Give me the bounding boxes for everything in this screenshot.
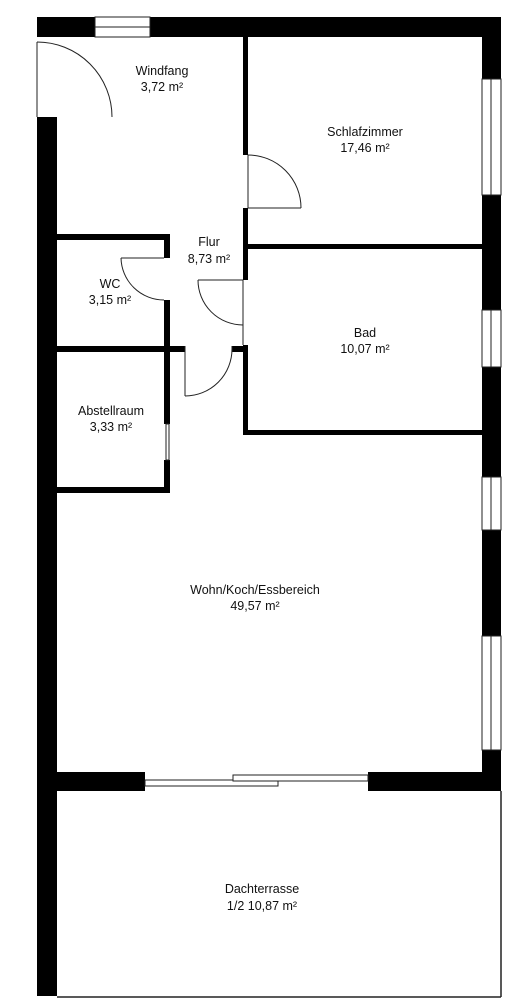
- room-area: 49,57 m²: [230, 599, 279, 613]
- exterior-walls: [37, 17, 501, 996]
- room-name: Abstellraum: [78, 404, 144, 418]
- room-name: Windfang: [136, 64, 189, 78]
- room-flur: Flur 8,73 m²: [188, 235, 230, 266]
- room-area: 3,15 m²: [89, 293, 131, 307]
- room-dachterrasse: Dachterrasse 1/2 10,87 m²: [225, 882, 299, 913]
- flur-door: [184, 346, 233, 397]
- terrace-outline: [57, 791, 502, 998]
- window-right-4: [481, 635, 502, 751]
- room-area: 17,46 m²: [340, 141, 389, 155]
- door-swings: [36, 41, 302, 397]
- room-name: Dachterrasse: [225, 882, 299, 896]
- room-windfang: Windfang 3,72 m²: [136, 64, 189, 94]
- room-area: 3,33 m²: [90, 420, 132, 434]
- room-area: 10,07 m²: [340, 342, 389, 356]
- wc-door: [120, 257, 165, 301]
- windows: [94, 16, 502, 787]
- room-abstellraum: Abstellraum 3,33 m²: [78, 404, 144, 434]
- room-name: Bad: [354, 326, 376, 340]
- interior-walls: [57, 37, 482, 493]
- room-bad: Bad 10,07 m²: [340, 326, 389, 356]
- room-name: WC: [100, 277, 121, 291]
- room-area: 3,72 m²: [141, 80, 183, 94]
- room-area: 8,73 m²: [188, 252, 230, 266]
- room-name: Flur: [198, 235, 220, 249]
- room-name: Wohn/Koch/Essbereich: [190, 583, 320, 597]
- entrance-door: [36, 41, 113, 118]
- window-right-1: [481, 78, 502, 196]
- sliding-door: [144, 774, 369, 787]
- room-name: Schlafzimmer: [327, 125, 403, 139]
- window-right-2: [481, 309, 502, 368]
- room-wc: WC 3,15 m²: [89, 277, 131, 307]
- window-right-3: [481, 476, 502, 531]
- room-area: 1/2 10,87 m²: [227, 899, 297, 913]
- bad-door: [197, 279, 244, 345]
- room-schlafzimmer: Schlafzimmer 17,46 m²: [327, 125, 403, 155]
- window-top: [94, 16, 151, 38]
- schlafzimmer-door: [247, 154, 302, 209]
- room-wohnbereich: Wohn/Koch/Essbereich 49,57 m²: [190, 583, 320, 613]
